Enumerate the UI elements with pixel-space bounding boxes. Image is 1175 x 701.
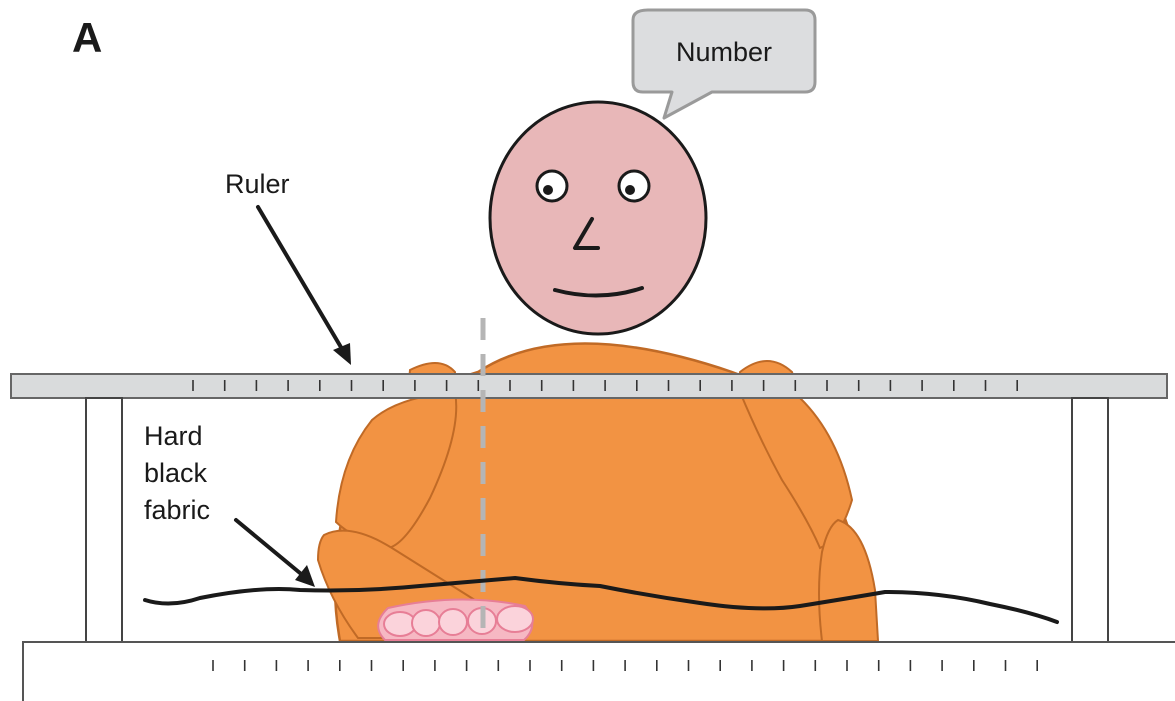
- finger-2: [411, 609, 441, 637]
- person-head: [488, 100, 708, 336]
- fabric-label-line-3: fabric: [144, 495, 210, 525]
- right-forearm: [818, 518, 880, 642]
- fabric-line: [143, 575, 1059, 624]
- right-leg: [1071, 397, 1109, 644]
- left-pupil: [543, 185, 553, 195]
- left-eye: [535, 169, 569, 203]
- fabric-arrow: [234, 518, 315, 587]
- base-ruler-ticks: [212, 660, 1038, 671]
- fabric-label: Hard black fabric: [144, 421, 210, 525]
- nose: [573, 217, 600, 250]
- fabric-label-line-1: Hard: [144, 421, 203, 451]
- right-pupil: [625, 185, 635, 195]
- upper-ruler-ticks: [192, 380, 1019, 391]
- upper-ruler: [10, 373, 1168, 399]
- fabric-label-line-2: black: [144, 458, 208, 488]
- left-leg: [85, 397, 123, 644]
- hand: [377, 598, 534, 641]
- finger-3: [438, 608, 468, 636]
- base-ruler: [22, 641, 1175, 701]
- mouth: [553, 286, 644, 298]
- ruler-label: Ruler: [225, 169, 290, 199]
- speech-bubble: Number: [631, 8, 817, 120]
- table-frame: [85, 397, 1109, 644]
- right-eye: [617, 169, 651, 203]
- right-upper-arm: [738, 390, 854, 550]
- panel-label: A: [72, 14, 102, 61]
- thumb: [496, 605, 534, 633]
- speech-bubble-text: Number: [676, 37, 772, 67]
- ruler-arrow: [256, 205, 351, 365]
- head: [488, 100, 708, 336]
